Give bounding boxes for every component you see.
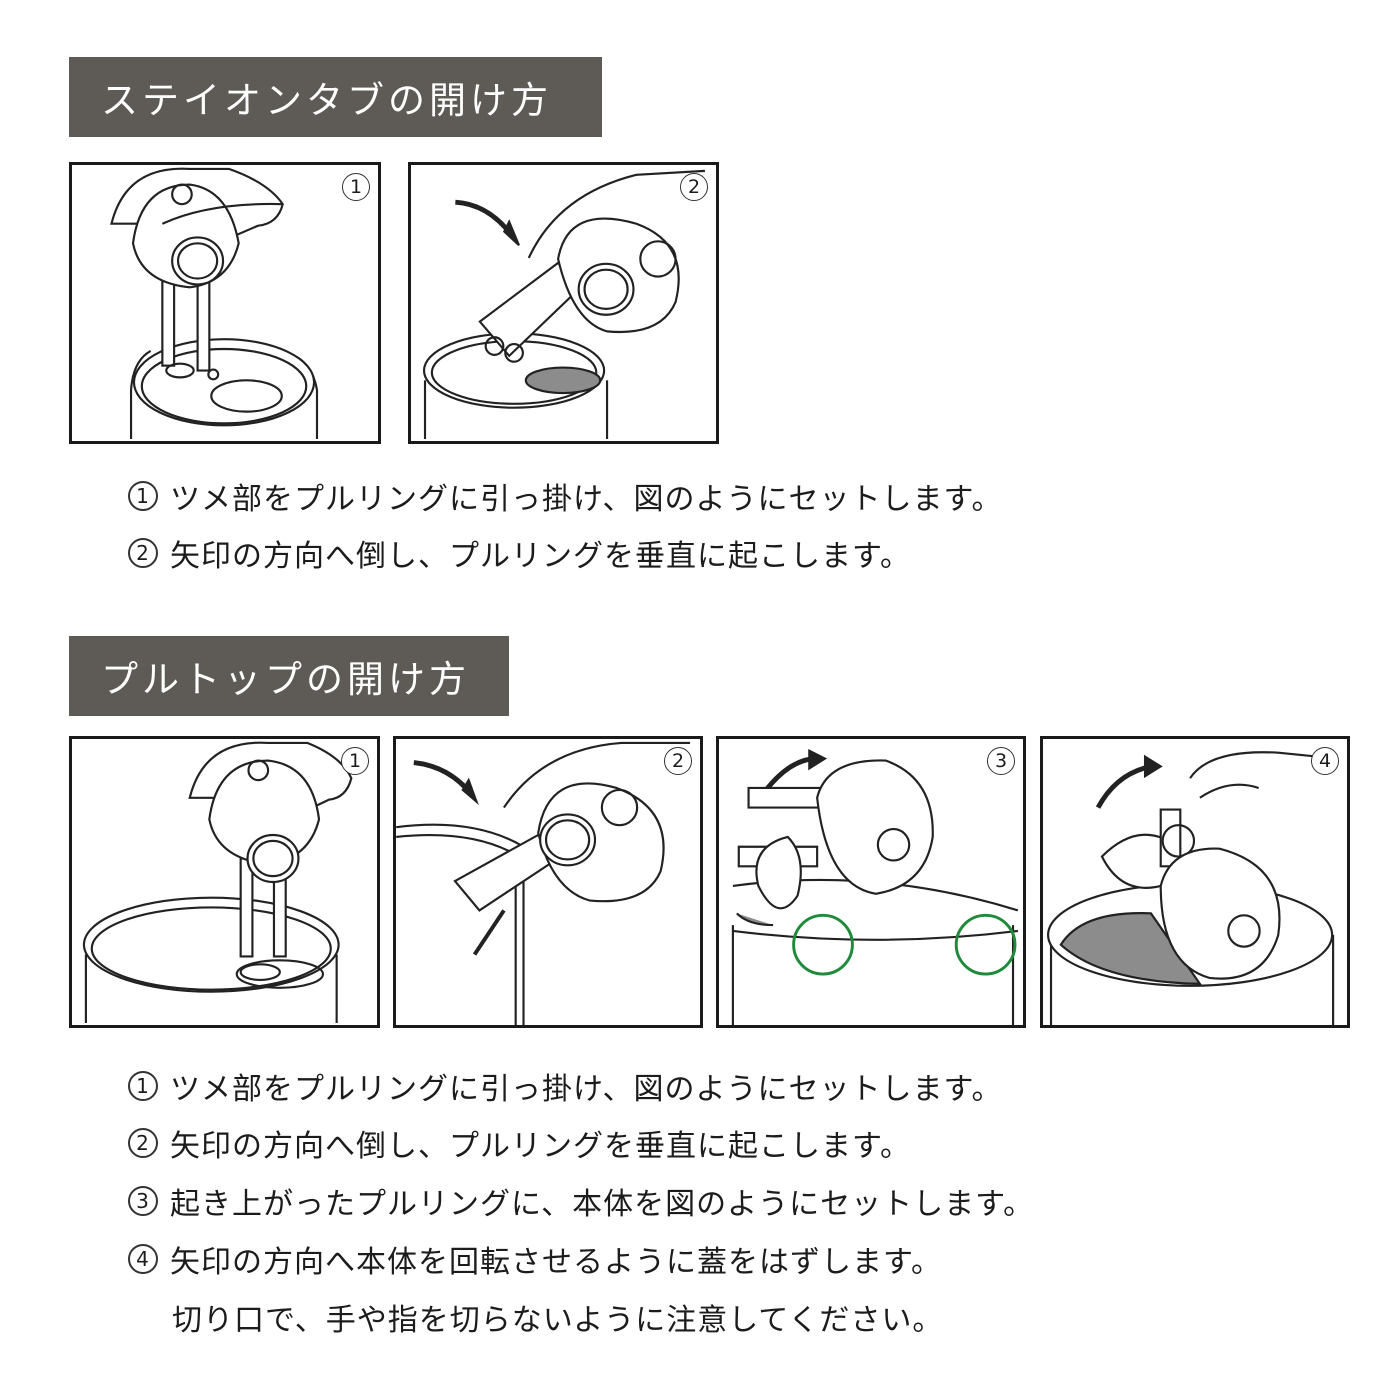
instruction-line: 4 矢印の方向へ本体を回転させるように蓋をはずします。 bbox=[128, 1237, 942, 1281]
instruction-line: 2 矢印の方向へ倒し、プルリングを垂直に起こします。 bbox=[128, 1121, 911, 1165]
section-title-text: プルトップの開け方 bbox=[101, 658, 470, 701]
instruction-number: 4 bbox=[128, 1244, 158, 1274]
instruction-number: 2 bbox=[128, 1128, 158, 1158]
lid-removal-drawing bbox=[1047, 751, 1338, 1025]
instruction-number: 1 bbox=[128, 481, 158, 511]
opener-set-on-pull-ring-drawing bbox=[82, 741, 353, 1024]
illustration-pull-top-step-1: 1 bbox=[69, 736, 380, 1028]
opener-tilted-drawing bbox=[422, 169, 705, 440]
instruction-text: 矢印の方向へ倒し、プルリングを垂直に起こします。 bbox=[170, 539, 911, 574]
instruction-line: 3 起き上がったプルリングに、本体を図のようにセットします。 bbox=[128, 1179, 1034, 1223]
illustration-stay-on-tab-step-2: 2 bbox=[408, 162, 719, 444]
illustration-stay-on-tab-step-1: 1 bbox=[69, 162, 381, 444]
opener-attached-to-raised-ring-drawing bbox=[731, 749, 1019, 1025]
instruction-line: 2 矢印の方向へ倒し、プルリングを垂直に起こします。 bbox=[128, 531, 911, 575]
step-number-badge: 2 bbox=[664, 747, 692, 775]
opener-tilted-drawing bbox=[396, 741, 691, 1025]
opener-set-on-tab-drawing bbox=[110, 167, 319, 440]
instruction-line: 1 ツメ部をプルリングに引っ掛け、図のようにセットします。 bbox=[128, 474, 1003, 518]
section-title-pull-top: プルトップの開け方 bbox=[69, 636, 509, 716]
instruction-text: ツメ部をプルリングに引っ掛け、図のようにセットします。 bbox=[170, 482, 1003, 517]
instruction-text: 起き上がったプルリングに、本体を図のようにセットします。 bbox=[170, 1187, 1035, 1222]
instruction-number: 2 bbox=[128, 538, 158, 568]
instruction-number: 1 bbox=[128, 1071, 158, 1101]
caution-text: 切り口で、手や指を切らないように注意してください。 bbox=[172, 1303, 944, 1338]
section-title-stay-on-tab: ステイオンタブの開け方 bbox=[69, 57, 602, 137]
step-number-badge: 1 bbox=[341, 747, 369, 775]
instruction-number: 3 bbox=[128, 1186, 158, 1216]
step-number-badge: 1 bbox=[342, 173, 370, 201]
step-number-badge: 4 bbox=[1311, 747, 1339, 775]
instruction-line: 1 ツメ部をプルリングに引っ掛け、図のようにセットします。 bbox=[128, 1064, 1003, 1108]
caution-note: 切り口で、手や指を切らないように注意してください。 bbox=[172, 1295, 943, 1339]
step-number-badge: 3 bbox=[987, 747, 1015, 775]
illustration-pull-top-step-2: 2 bbox=[393, 736, 703, 1028]
instruction-text: 矢印の方向へ本体を回転させるように蓋をはずします。 bbox=[170, 1245, 942, 1280]
instruction-text: ツメ部をプルリングに引っ掛け、図のようにセットします。 bbox=[170, 1072, 1003, 1107]
illustration-pull-top-step-3: 3 bbox=[716, 736, 1026, 1028]
illustration-pull-top-step-4: 4 bbox=[1040, 736, 1350, 1028]
step-number-badge: 2 bbox=[680, 173, 708, 201]
section-title-text: ステイオンタブの開け方 bbox=[101, 79, 552, 122]
instruction-text: 矢印の方向へ倒し、プルリングを垂直に起こします。 bbox=[170, 1129, 911, 1164]
